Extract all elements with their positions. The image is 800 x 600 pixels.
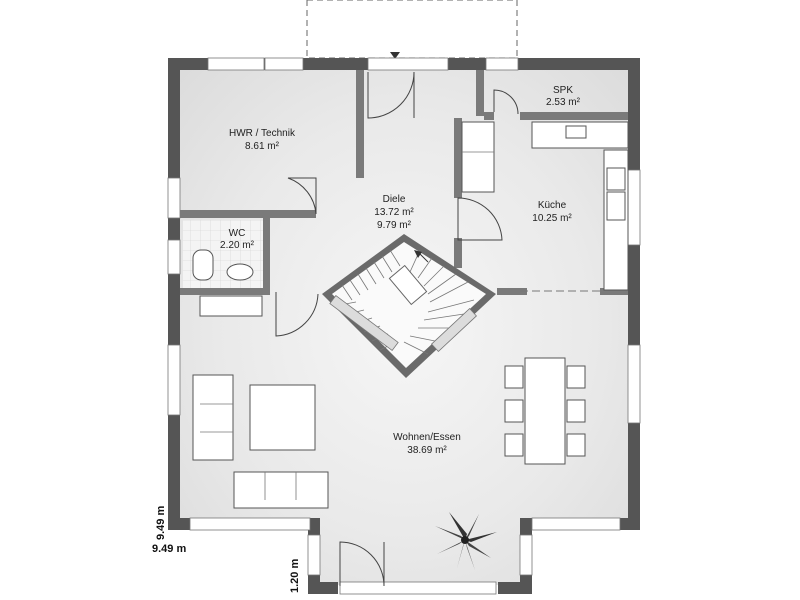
room-area-kueche: 10.25 m² [532, 213, 572, 224]
dimension-bay-depth: 1.20 m [289, 559, 301, 593]
terrace-outline [306, 0, 518, 59]
kitchen-furniture [461, 121, 629, 291]
wc-fixtures [192, 249, 263, 317]
room-name-diele: Diele [383, 194, 406, 205]
living-furniture [192, 357, 586, 509]
room-area-spk: 2.53 m² [546, 97, 581, 108]
room-name-wc: WC [229, 228, 246, 239]
dimension-horizontal: 9.49 m [152, 543, 186, 555]
doors [275, 71, 600, 587]
room-area-hwr: 8.61 m² [245, 141, 280, 152]
room-area2-diele: 9.79 m² [377, 220, 412, 231]
room-name-hwr: HWR / Technik [229, 128, 296, 139]
windows [167, 57, 641, 595]
room-area-wc: 2.20 m² [220, 240, 255, 251]
room-name-wohnen: Wohnen/Essen [393, 432, 461, 443]
dimension-vertical: 9.49 m [155, 506, 167, 540]
staircase [322, 234, 496, 378]
room-name-spk: SPK [553, 85, 573, 96]
room-name-kueche: Küche [538, 200, 567, 211]
room-area-wohnen: 38.69 m² [407, 445, 447, 456]
interior-walls [180, 70, 628, 295]
room-area-diele: 13.72 m² [374, 207, 414, 218]
plant-icon [435, 512, 497, 570]
entrance-marker-icon [390, 52, 400, 59]
